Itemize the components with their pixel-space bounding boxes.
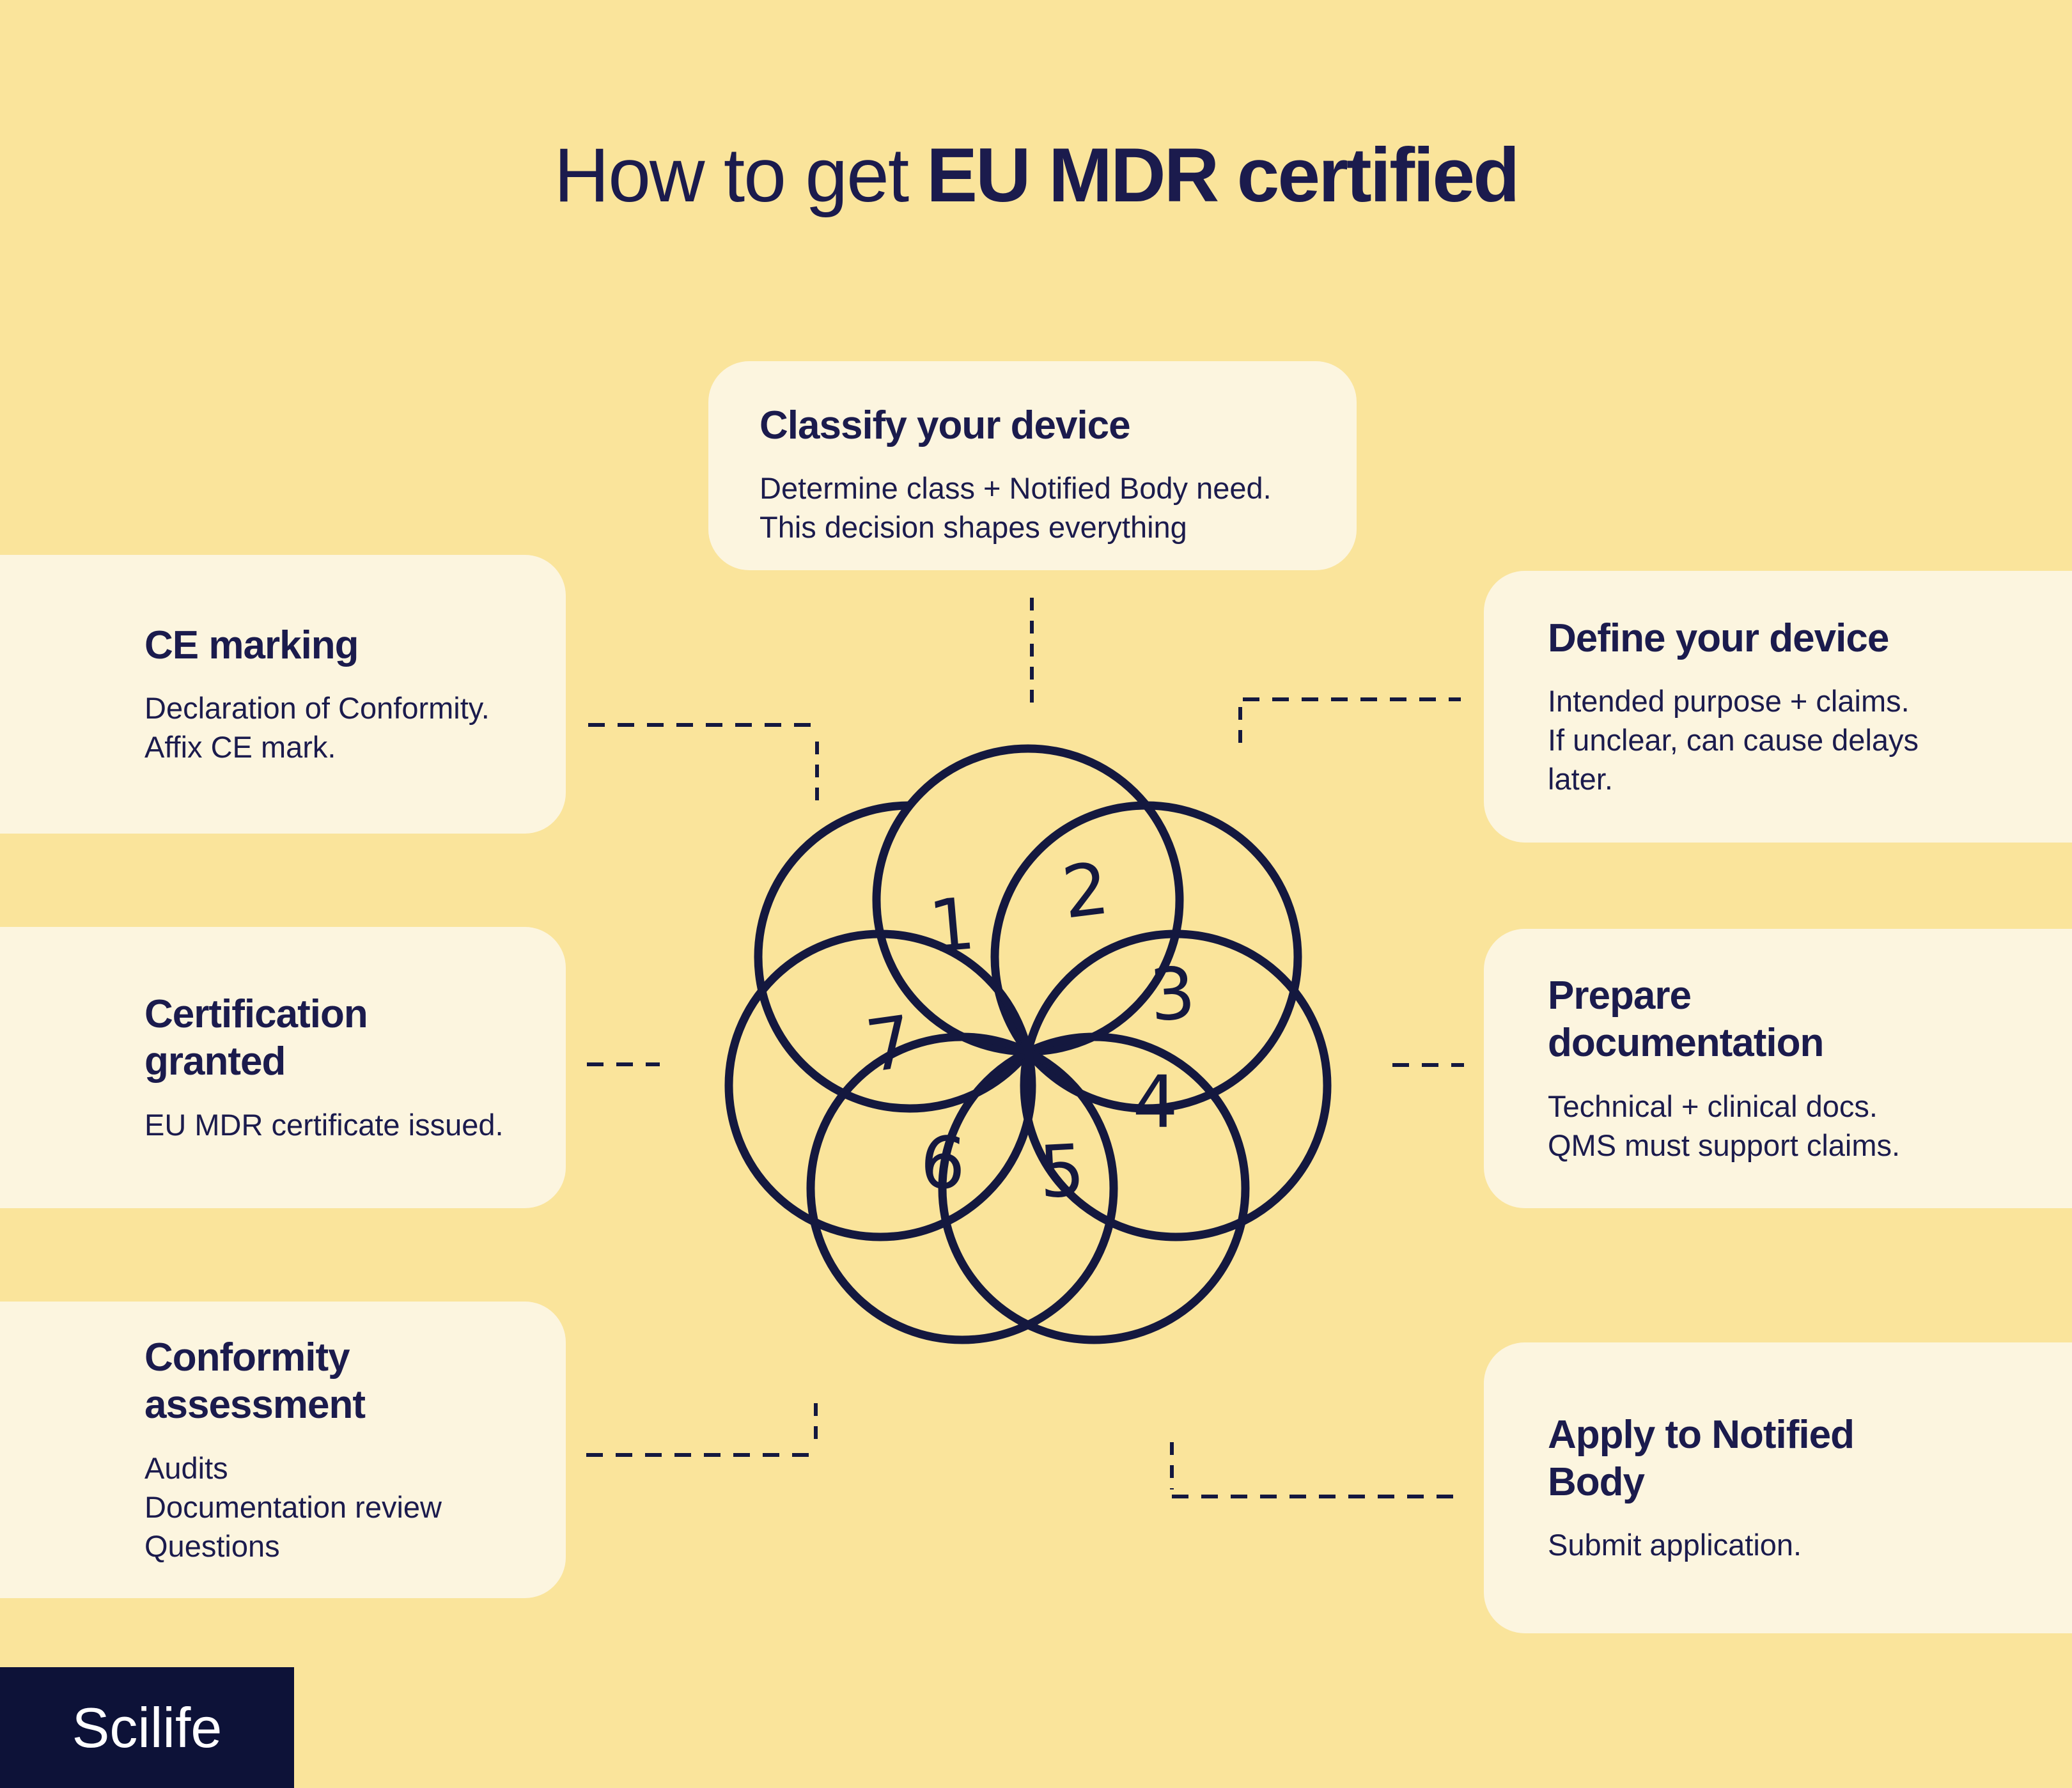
wheel-number-1: 1 <box>926 882 978 969</box>
card-body: Technical + clinical docs. QMS must supp… <box>1548 1089 1901 1162</box>
card-heading: Conformity assessment <box>144 1335 366 1427</box>
wheel-circle-2 <box>990 801 1302 1113</box>
card-body: EU MDR certificate issued. <box>144 1107 504 1142</box>
card-heading: CE marking <box>144 623 359 667</box>
card-certification-granted: Certification granted EU MDR certificate… <box>0 927 566 1208</box>
wheel-circle-3 <box>1020 929 1332 1241</box>
card-body: Audits Documentation review Questions <box>144 1450 442 1563</box>
wheel-number-5: 5 <box>1037 1129 1087 1215</box>
wheel-number-4: 4 <box>1132 1061 1178 1144</box>
wheel-circle-4 <box>938 1032 1250 1344</box>
wheel-number-7: 7 <box>861 1000 918 1089</box>
title-emphasis: EU MDR certified <box>926 132 1520 218</box>
card-heading: Certification granted <box>144 992 368 1084</box>
wheel-number-3: 3 <box>1147 952 1198 1038</box>
card-heading: Prepare documentation <box>1548 974 1824 1066</box>
wheel-circle-1 <box>872 744 1184 1056</box>
wheel-circle-7 <box>754 801 1066 1113</box>
scilife-logo: Scilife <box>0 1667 294 1788</box>
wheel-number-2: 2 <box>1058 847 1114 935</box>
card-heading: Classify your device <box>759 403 1131 447</box>
card-prepare-documentation: Prepare documentation Technical + clinic… <box>1484 929 2072 1208</box>
title-prefix: How to get <box>554 132 910 218</box>
scilife-logo-text: Scilife <box>72 1695 222 1759</box>
wheel-number-6: 6 <box>917 1121 969 1207</box>
wheel-circle-5 <box>806 1032 1118 1344</box>
wheel-circle-6 <box>724 929 1036 1241</box>
card-body: Intended purpose + claims. If unclear, c… <box>1548 684 1919 797</box>
card-heading: Apply to Notified Body <box>1548 1412 1855 1504</box>
card-heading: Define your device <box>1548 616 1889 660</box>
card-define-your-device: Define your device Intended purpose + cl… <box>1484 571 2072 843</box>
card-conformity-assessment: Conformity assessment Audits Documentati… <box>0 1302 566 1598</box>
card-ce-marking: CE marking Declaration of Conformity. Af… <box>0 555 566 834</box>
card-apply-to-notified-body: Apply to Notified Body Submit applicatio… <box>1484 1342 2072 1633</box>
card-body: Determine class + Notified Body need. Th… <box>759 471 1272 545</box>
card-body: Submit application. <box>1548 1528 1802 1562</box>
card-body: Declaration of Conformity. Affix CE mark… <box>144 691 490 765</box>
card-classify-your-device: Classify your device Determine class + N… <box>708 361 1357 570</box>
